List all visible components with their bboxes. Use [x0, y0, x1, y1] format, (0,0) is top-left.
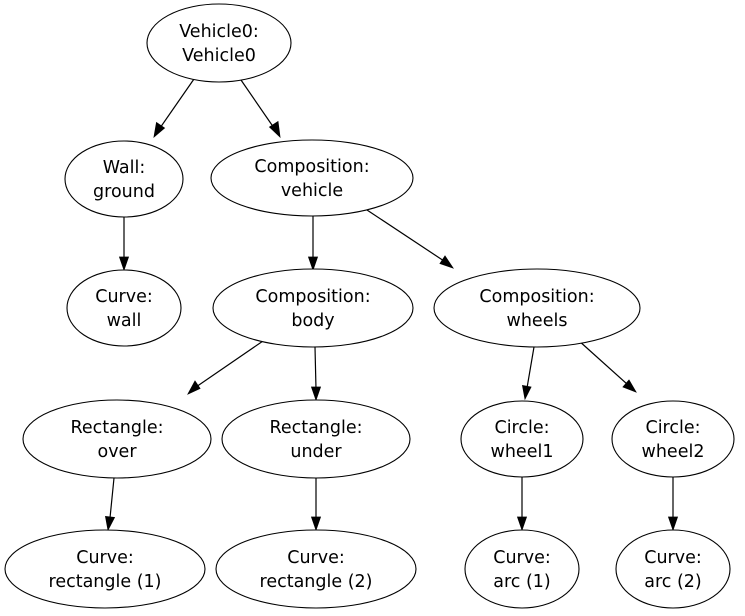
node-label-line1: Curve: [95, 287, 153, 307]
node-label-line2: Vehicle0 [182, 46, 256, 66]
node-curve_arc_1[interactable]: Curve: arc (1) [464, 529, 580, 609]
node-label-line1: Curve: [76, 548, 134, 568]
node-label-line2: wheel1 [491, 442, 554, 462]
edge-line [526, 346, 535, 389]
node-ellipse-shape[interactable] [146, 3, 292, 83]
node-label-line2: rectangle (1) [49, 572, 162, 592]
node-composition_vehicle[interactable]: Composition: vehicle [210, 139, 414, 217]
edge-vehicle0-to-wall_ground [153, 78, 195, 139]
edge-circle_wheel2-to-curve_arc_2 [667, 477, 679, 532]
node-label-line1: Composition: [254, 157, 369, 177]
node-ellipse-shape[interactable] [464, 529, 580, 609]
node-ellipse-shape[interactable] [64, 140, 184, 218]
node-composition_body[interactable]: Composition: body [212, 268, 414, 348]
node-rectangle_under[interactable]: Rectangle: under [221, 399, 411, 479]
edge-line [366, 209, 445, 262]
node-label-line2: ground [93, 182, 155, 202]
edge-vehicle0-to-composition_vehicle [240, 79, 281, 139]
edge-composition_body-to-rectangle_over [187, 340, 264, 395]
edge-line [240, 79, 275, 129]
node-label-line2: rectangle (2) [260, 572, 373, 592]
arrowhead-icon [439, 255, 454, 269]
node-label-line1: Composition: [255, 287, 370, 307]
node-ellipse-shape[interactable] [460, 400, 584, 478]
arrowhead-icon [667, 516, 679, 532]
edge-composition_wheels-to-circle_wheel1 [522, 346, 535, 401]
edge-composition_body-to-rectangle_under [310, 346, 322, 402]
node-label-line1: Circle: [645, 418, 700, 438]
node-wall_ground[interactable]: Wall: ground [64, 140, 184, 218]
node-ellipse-shape[interactable] [611, 400, 735, 478]
arrowhead-icon [268, 120, 281, 139]
edge-layer [105, 78, 679, 532]
node-label-line2: arc (2) [644, 572, 702, 592]
node-layer: Vehicle0:Vehicle0Wall:groundComposition:… [4, 3, 735, 609]
node-label-line2: arc (1) [493, 572, 551, 592]
node-ellipse-shape[interactable] [22, 399, 212, 479]
node-label-line2: vehicle [281, 181, 343, 201]
node-curve_wall[interactable]: Curve: wall [66, 269, 182, 347]
edge-rectangle_over-to-curve_rectangle_1 [105, 477, 116, 532]
node-ellipse-shape[interactable] [221, 399, 411, 479]
node-label-line2: wheel2 [642, 442, 705, 462]
edge-composition_wheels-to-circle_wheel2 [577, 339, 637, 393]
node-label-line2: body [291, 311, 334, 331]
node-rectangle_over[interactable]: Rectangle: over [22, 399, 212, 479]
node-ellipse-shape[interactable] [433, 268, 641, 348]
node-label-line2: wall [107, 311, 142, 331]
edge-line [314, 346, 317, 390]
edge-line [195, 340, 264, 388]
edge-composition_vehicle-to-composition_wheels [366, 209, 454, 269]
arrowhead-icon [118, 256, 130, 272]
node-composition_wheels[interactable]: Composition: wheels [433, 268, 641, 348]
node-label-line1: Curve: [493, 548, 551, 568]
node-label-line2: under [290, 442, 342, 462]
node-label-line1: Rectangle: [70, 418, 163, 438]
node-vehicle0[interactable]: Vehicle0: Vehicle0 [146, 3, 292, 83]
arrowhead-icon [516, 516, 528, 532]
arrowhead-icon [310, 386, 322, 402]
arrowhead-icon [105, 516, 116, 532]
arrowhead-icon [622, 379, 637, 393]
node-label-line1: Curve: [644, 548, 702, 568]
edge-rectangle_under-to-curve_rectangle_2 [310, 478, 322, 532]
edge-circle_wheel1-to-curve_arc_1 [516, 477, 528, 532]
arrowhead-icon [187, 380, 201, 395]
node-ellipse-shape[interactable] [212, 268, 414, 348]
node-circle_wheel2[interactable]: Circle: wheel2 [611, 400, 735, 478]
edge-wall_ground-to-curve_wall [118, 217, 130, 272]
node-label-line2: wheels [507, 311, 568, 331]
edge-line [159, 78, 195, 129]
node-circle_wheel1[interactable]: Circle: wheel1 [460, 400, 584, 478]
node-label-line1: Vehicle0: [179, 22, 259, 42]
node-label-line2: over [97, 442, 137, 462]
node-curve_rectangle_2[interactable]: Curve: rectangle (2) [215, 529, 417, 609]
node-curve_arc_2[interactable]: Curve: arc (2) [615, 529, 731, 609]
node-label-line1: Composition: [479, 287, 594, 307]
arrowhead-icon [310, 516, 322, 532]
node-label-line1: Wall: [103, 158, 146, 178]
arrowhead-icon [522, 385, 532, 401]
node-label-line1: Rectangle: [269, 418, 362, 438]
arrowhead-icon [307, 256, 319, 272]
node-ellipse-shape[interactable] [615, 529, 731, 609]
node-label-line1: Curve: [287, 548, 345, 568]
arrowhead-icon [153, 121, 166, 139]
node-ellipse-shape[interactable] [4, 529, 206, 609]
edge-composition_vehicle-to-composition_body [307, 216, 319, 272]
node-curve_rectangle_1[interactable]: Curve: rectangle (1) [4, 529, 206, 609]
node-ellipse-shape[interactable] [210, 139, 414, 217]
node-ellipse-shape[interactable] [66, 269, 182, 347]
node-label-line1: Circle: [494, 418, 549, 438]
node-ellipse-shape[interactable] [215, 529, 417, 609]
edge-line [577, 339, 628, 385]
edge-line [109, 477, 115, 519]
